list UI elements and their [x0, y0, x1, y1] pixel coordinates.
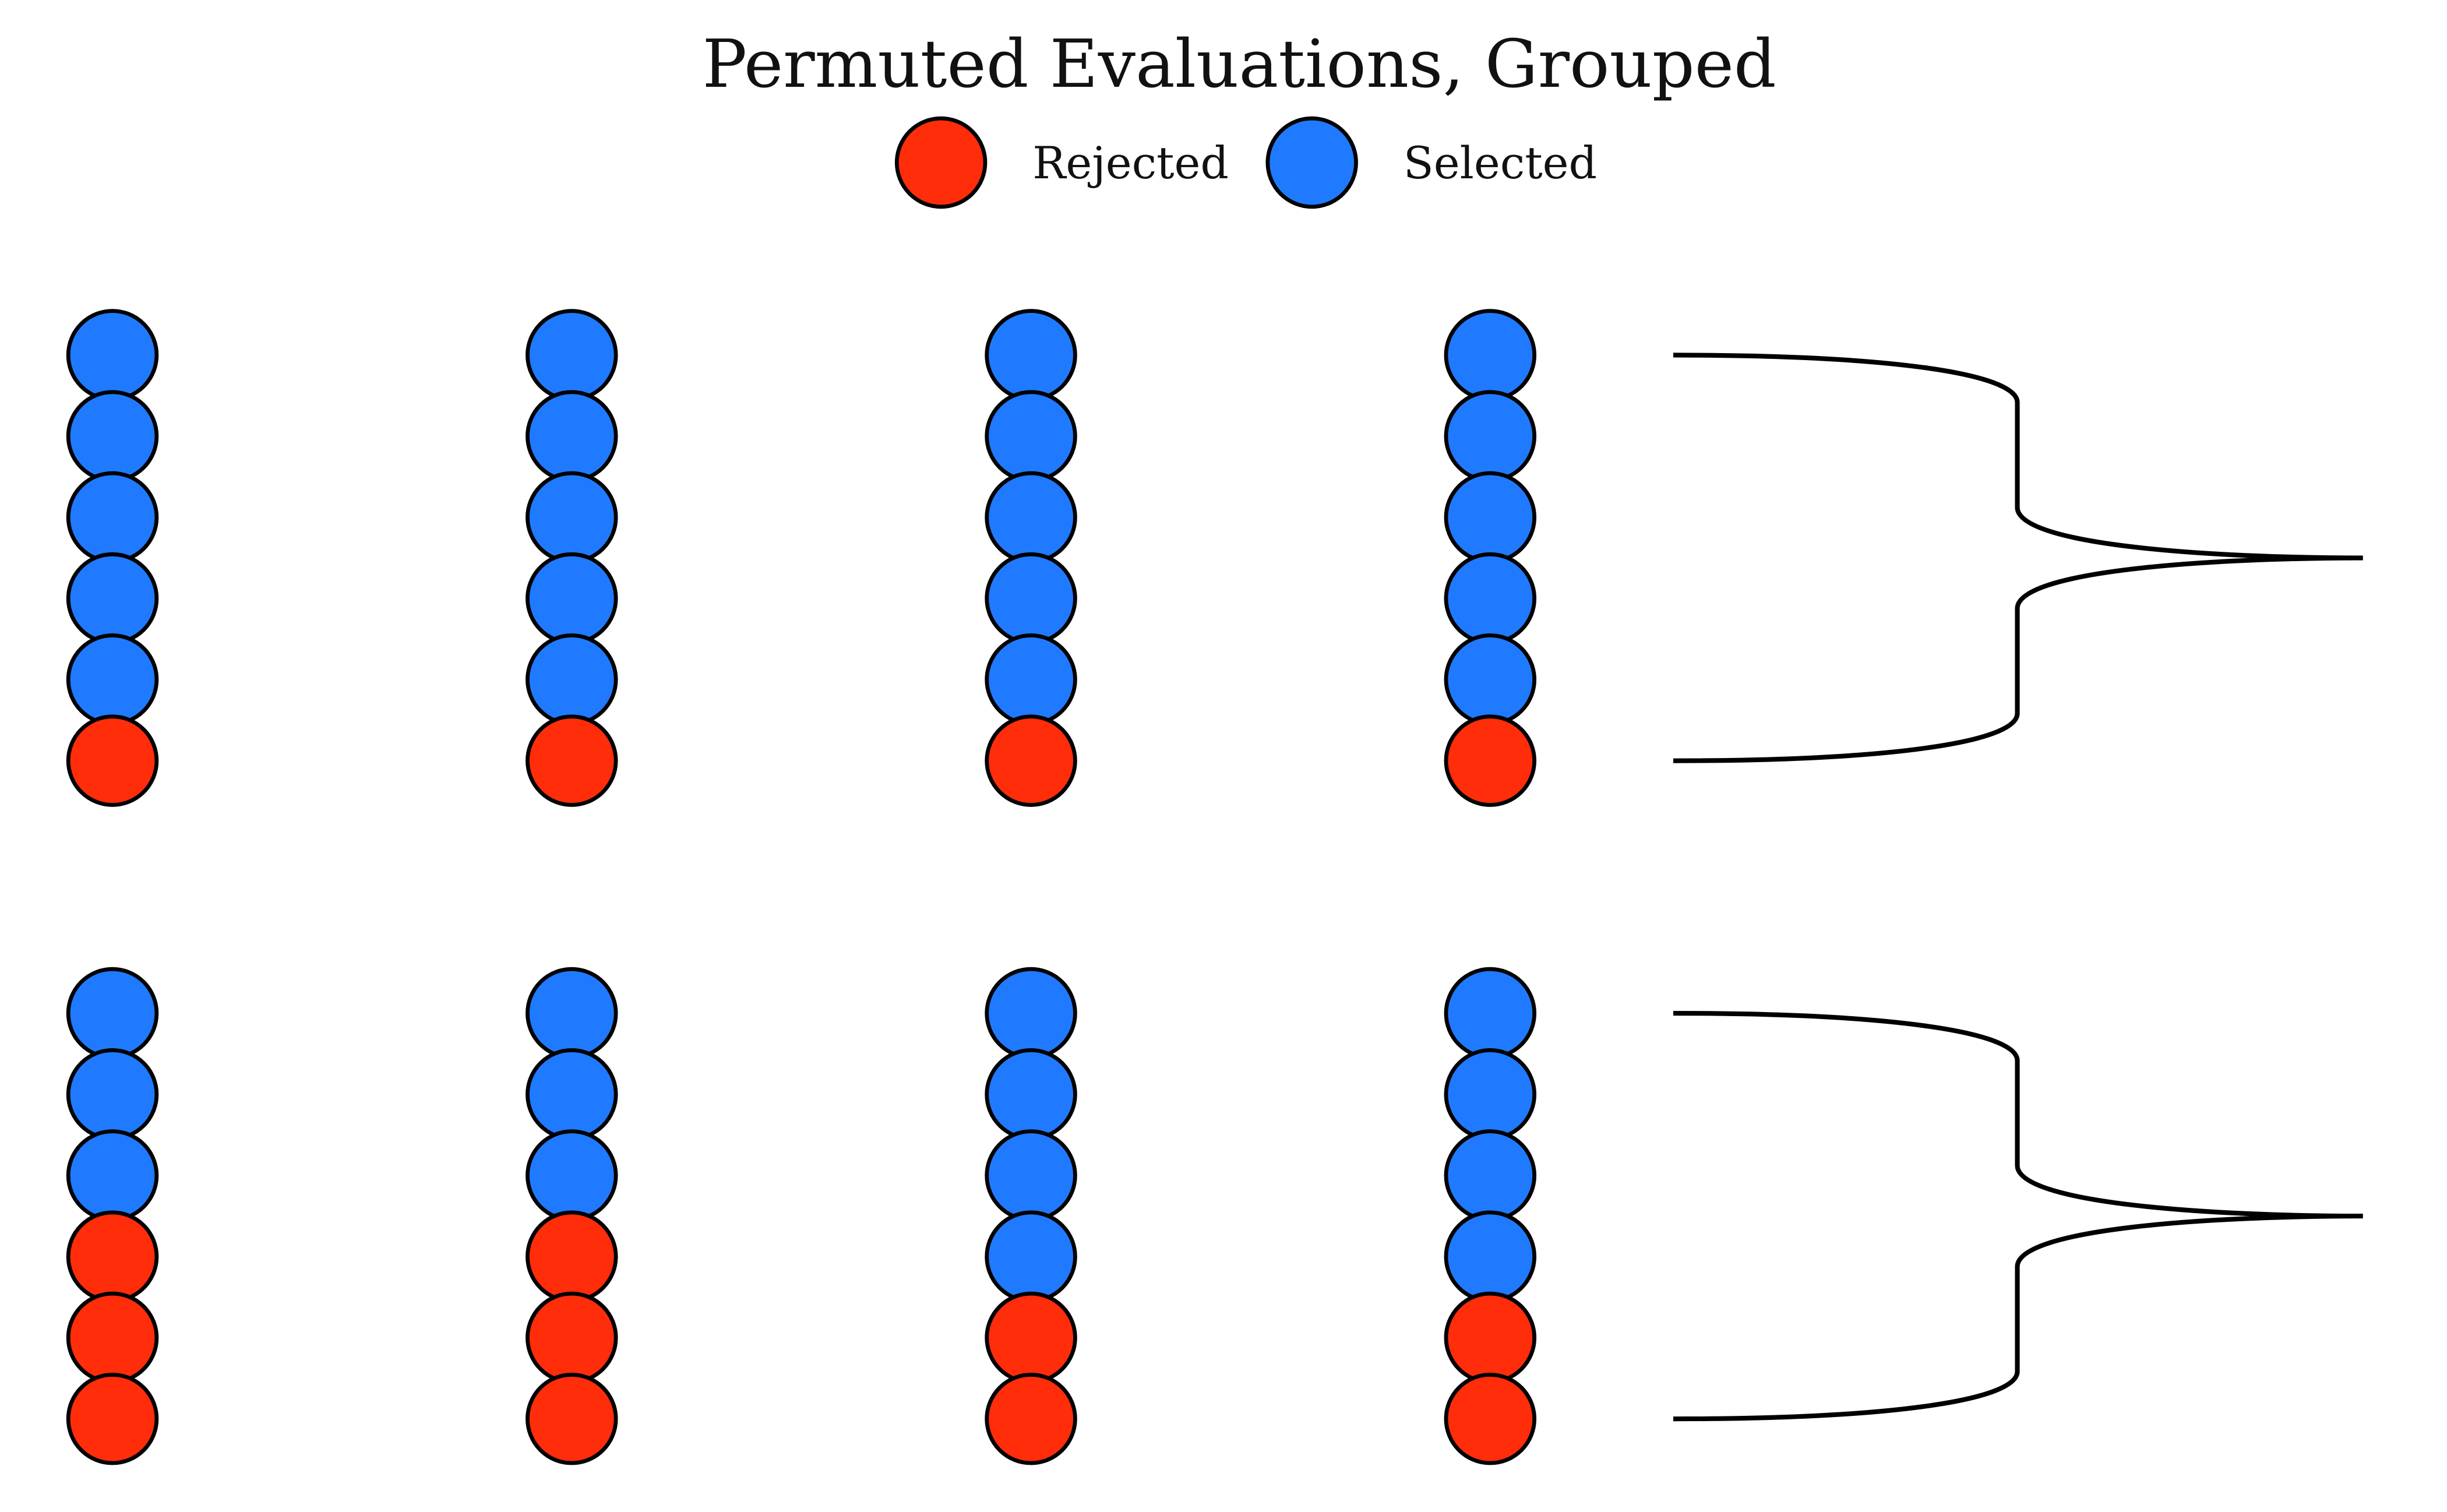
evaluation-dot-rejected [1444, 1372, 1537, 1465]
evaluation-dot-rejected [985, 1372, 1077, 1465]
legend-rejected-marker [894, 116, 988, 209]
evaluation-dot-selected [526, 967, 618, 1060]
evaluation-dot-rejected [526, 1372, 618, 1465]
evaluation-dot-rejected [526, 714, 618, 807]
evaluation-dot-selected [985, 390, 1077, 482]
evaluation-dot-selected [526, 633, 618, 726]
evaluation-dot-rejected [66, 1291, 159, 1384]
evaluation-dot-selected [66, 471, 159, 564]
evaluation-dot-rejected [1444, 714, 1537, 807]
evaluation-dot-selected [66, 309, 159, 401]
evaluation-dot-selected [985, 1129, 1077, 1222]
legend-selected-marker [1265, 116, 1358, 209]
evaluation-dot-selected [66, 552, 159, 645]
diagram-title: Permuted Evaluations, Grouped [702, 25, 1776, 103]
evaluation-dot-rejected [66, 714, 159, 807]
legend: Rejected Selected [894, 116, 1597, 209]
evaluation-dot-selected [985, 633, 1077, 726]
evaluation-group-2 [66, 967, 2363, 1465]
evaluation-dot-rejected [66, 1372, 159, 1465]
group-brace [1673, 1010, 2363, 1422]
evaluation-dot-selected [1444, 390, 1537, 482]
legend-rejected-label: Rejected [1032, 138, 1229, 189]
evaluation-dot-selected [1444, 1048, 1537, 1141]
evaluation-dot-selected [526, 309, 618, 401]
evaluation-dot-selected [985, 967, 1077, 1060]
evaluation-dot-rejected [526, 1210, 618, 1303]
evaluation-dot-selected [526, 471, 618, 564]
evaluation-dot-selected [985, 309, 1077, 401]
evaluation-dot-selected [526, 1129, 618, 1222]
evaluation-dot-selected [526, 552, 618, 645]
evaluation-dot-selected [985, 1048, 1077, 1141]
evaluation-dot-selected [1444, 1129, 1537, 1222]
evaluation-dot-selected [1444, 1210, 1537, 1303]
group-brace [1673, 353, 2363, 763]
evaluation-dot-selected [1444, 471, 1537, 564]
evaluation-group-1 [66, 309, 2363, 807]
evaluation-dot-rejected [985, 714, 1077, 807]
evaluation-dot-selected [1444, 552, 1537, 645]
evaluation-dot-selected [1444, 309, 1537, 401]
evaluation-dot-selected [985, 1210, 1077, 1303]
evaluation-dot-selected [1444, 967, 1537, 1060]
evaluation-dot-selected [66, 967, 159, 1060]
evaluation-dot-rejected [985, 1291, 1077, 1384]
evaluation-dot-selected [66, 633, 159, 726]
evaluation-dot-selected [526, 1048, 618, 1141]
legend-selected-label: Selected [1404, 138, 1597, 189]
evaluation-dot-selected [985, 552, 1077, 645]
evaluation-dot-selected [66, 390, 159, 482]
evaluation-dot-rejected [526, 1291, 618, 1384]
evaluation-dot-selected [526, 390, 618, 482]
evaluation-dot-selected [1444, 633, 1537, 726]
evaluation-dot-selected [985, 471, 1077, 564]
evaluation-dot-selected [66, 1129, 159, 1222]
evaluation-dot-selected [66, 1048, 159, 1141]
evaluation-dot-rejected [66, 1210, 159, 1303]
evaluation-dot-rejected [1444, 1291, 1537, 1384]
